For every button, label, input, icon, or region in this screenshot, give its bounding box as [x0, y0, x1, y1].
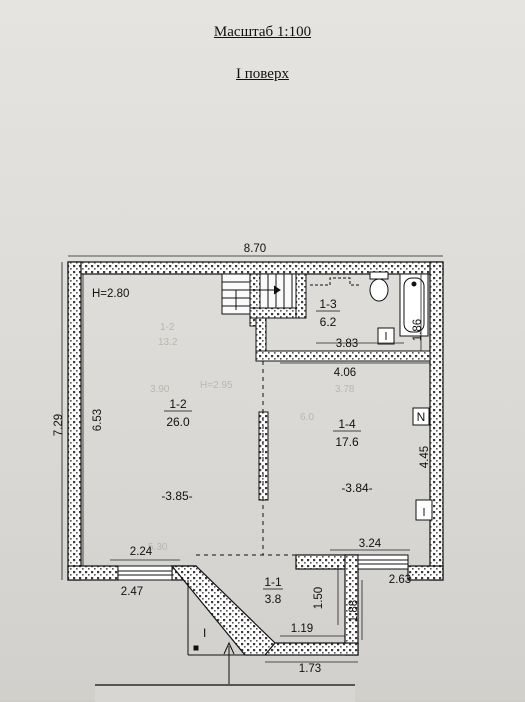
- dim-right-window: 3.24: [359, 538, 382, 550]
- appliance-box: [415, 499, 433, 521]
- dim-left-inner: 6.53: [92, 409, 104, 431]
- stair: [221, 273, 297, 315]
- dim-left-outer: 7.29: [53, 414, 65, 436]
- dim-top-width: 8.70: [244, 243, 266, 255]
- dim-room4-width: 4.06: [334, 367, 356, 379]
- svg-text:1-2: 1-2: [160, 322, 175, 333]
- dim-entry-height: 1.50: [313, 587, 325, 609]
- level-room-1-2: -3.85-: [161, 489, 192, 503]
- level-room-1-4: -3.84-: [341, 481, 372, 495]
- bathroom-fixtures: [310, 271, 429, 345]
- svg-text:5.30: 5.30: [148, 542, 168, 553]
- room-1-4-label: 1-4 17.6: [333, 417, 361, 449]
- north-marker: N: [417, 410, 426, 424]
- room-number: 1-3: [319, 297, 337, 311]
- room-number: 1-1: [264, 575, 282, 589]
- diagonal-wall: [170, 565, 276, 656]
- dimension-lines: [61, 255, 443, 663]
- dim-entry-side: 1.88: [348, 600, 360, 622]
- dim-bath-width: 3.83: [336, 338, 358, 350]
- svg-text:3.78: 3.78: [335, 384, 355, 395]
- bleed-through-marks: 1-2 13.2 3.90 H=2.95 3.78 6.0 5.30: [148, 322, 355, 553]
- dim-right-bottom: 2.63: [389, 574, 411, 586]
- entrance-marker: I: [203, 626, 206, 640]
- room-number: 1-4: [338, 417, 356, 431]
- room-area: 6.2: [320, 315, 337, 329]
- svg-text:H=2.95: H=2.95: [200, 380, 233, 391]
- dim-left-window: 2.24: [130, 546, 153, 558]
- room-1-3-label: 1-3 6.2: [316, 297, 340, 329]
- room-area: 17.6: [335, 435, 359, 449]
- windows: [117, 554, 409, 581]
- room-area: 3.8: [265, 592, 282, 606]
- svg-text:6.0: 6.0: [300, 412, 314, 423]
- svg-text:3.90: 3.90: [150, 384, 170, 395]
- room-1-1-label: 1-1 3.8: [263, 575, 283, 606]
- dim-entry-bottom: 1.73: [299, 663, 321, 675]
- dim-room4-height: 4.45: [419, 446, 431, 468]
- dim-left-bottom: 2.47: [121, 586, 143, 598]
- dim-entry-inner: 1.19: [291, 623, 313, 635]
- next-sheet-edge: [95, 684, 355, 702]
- scale-title: Масштаб 1:100: [213, 24, 312, 40]
- dim-bath-height: 1.86: [412, 319, 424, 341]
- floor-title: I поверх: [236, 66, 289, 82]
- north-marker-box: [412, 407, 430, 426]
- room-area: 26.0: [166, 415, 190, 429]
- ceiling-height: H=2.80: [92, 288, 129, 300]
- svg-text:13.2: 13.2: [158, 337, 178, 348]
- room-1-2-label: 1-2 26.0: [164, 397, 192, 429]
- entrance-door: [187, 580, 245, 690]
- room-number: 1-2: [169, 397, 187, 411]
